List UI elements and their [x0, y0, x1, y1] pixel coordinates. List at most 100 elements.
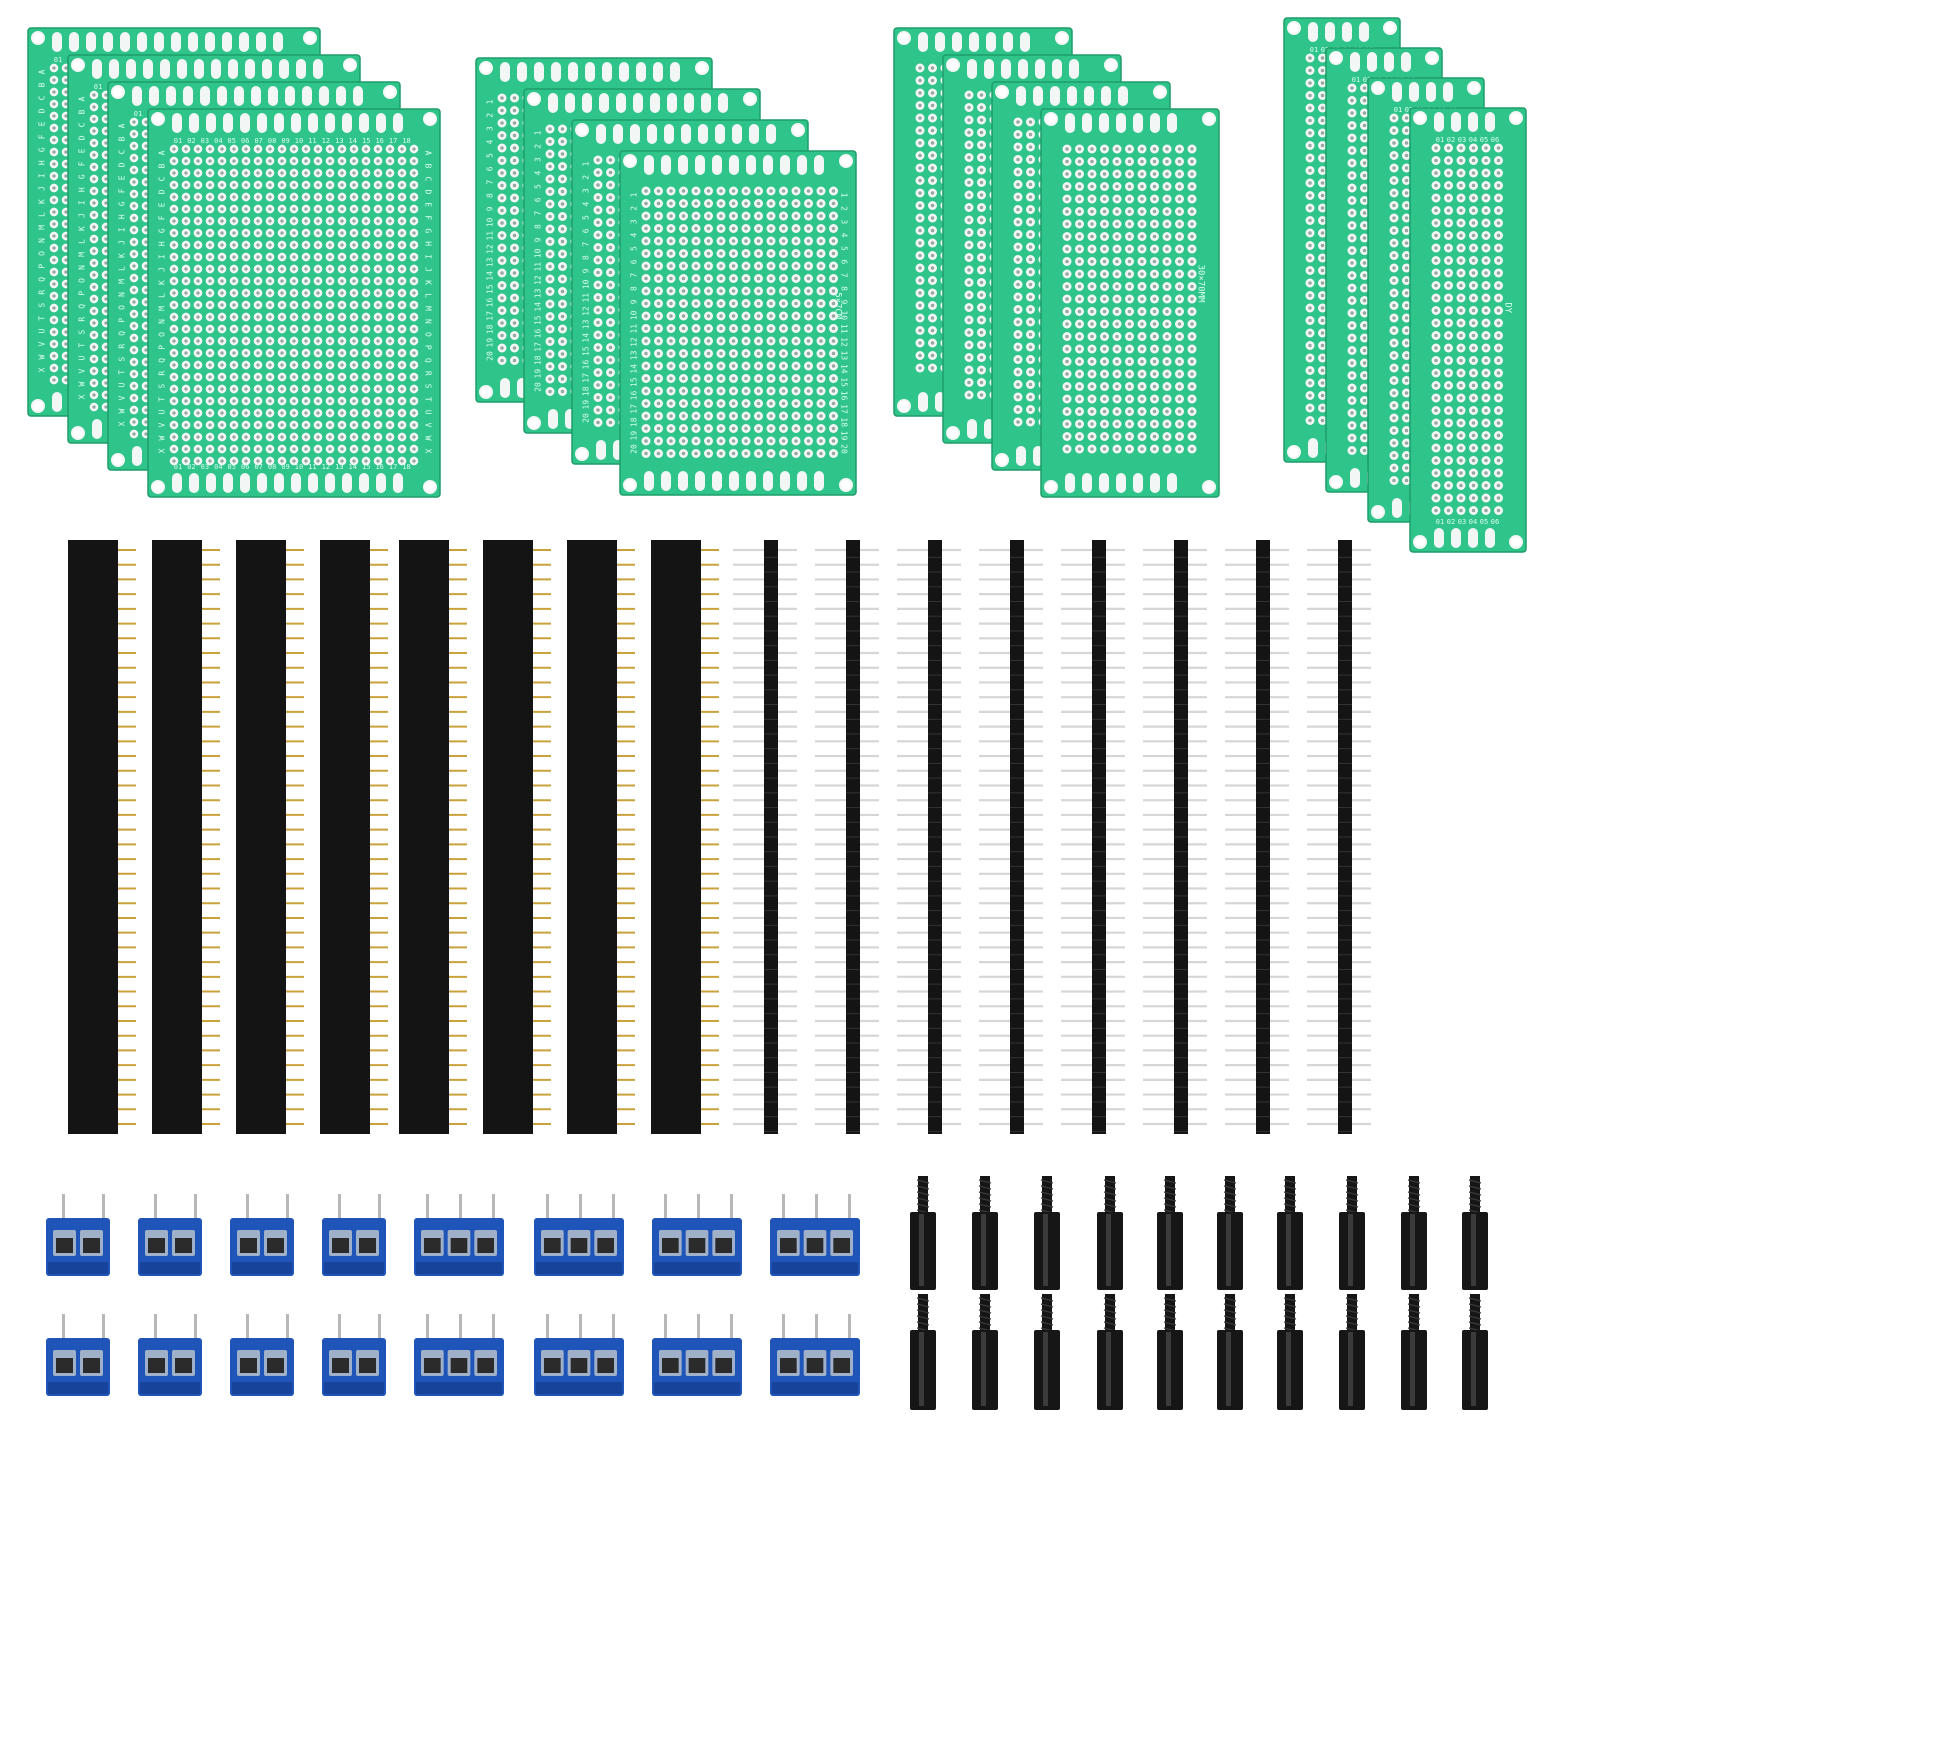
row-label: H: [424, 241, 433, 246]
drill-hole: [364, 387, 368, 391]
drill-hole: [316, 171, 320, 175]
row-label: I: [424, 254, 433, 259]
drill-hole: [388, 399, 392, 403]
row-label: F: [118, 188, 127, 193]
drill-hole: [184, 255, 188, 259]
drill-hole: [52, 378, 56, 382]
drill-hole: [92, 165, 96, 169]
row-label: R: [158, 371, 167, 376]
drill-hole: [144, 132, 148, 136]
drill-hole: [268, 207, 272, 211]
drill-hole: [184, 435, 188, 439]
drill-hole: [328, 255, 332, 259]
drill-hole: [388, 243, 392, 247]
drill-hole: [132, 408, 136, 412]
drill-hole: [64, 186, 68, 190]
drill-hole: [292, 315, 296, 319]
drill-hole: [232, 267, 236, 271]
drill-hole: [352, 363, 356, 367]
drill-hole: [172, 375, 176, 379]
drill-hole: [400, 171, 404, 175]
drill-hole: [412, 195, 416, 199]
row-label: N: [424, 319, 433, 324]
drill-hole: [268, 183, 272, 187]
drill-hole: [256, 291, 260, 295]
drill-hole: [376, 423, 380, 427]
drill-hole: [280, 231, 284, 235]
drill-hole: [184, 243, 188, 247]
drill-hole: [328, 159, 332, 163]
row-label: N: [158, 319, 167, 324]
drill-hole: [400, 159, 404, 163]
drill-hole: [196, 375, 200, 379]
drill-hole: [500, 96, 504, 100]
drill-hole: [172, 279, 176, 283]
mounting-hole: [383, 85, 397, 99]
drill-hole: [340, 399, 344, 403]
drill-hole: [340, 411, 344, 415]
drill-hole: [280, 303, 284, 307]
drill-hole: [196, 399, 200, 403]
drill-hole: [292, 159, 296, 163]
edge-pad: [189, 473, 199, 493]
mounting-hole: [479, 385, 493, 399]
row-label: N: [78, 265, 87, 270]
edge-pad: [245, 59, 255, 79]
drill-hole: [132, 432, 136, 436]
column-label: 07: [254, 137, 262, 145]
edge-pad: [120, 32, 130, 52]
drill-hole: [500, 121, 504, 125]
drill-hole: [220, 423, 224, 427]
drill-hole: [52, 282, 56, 286]
row-label: S: [38, 303, 47, 308]
row-label: P: [424, 345, 433, 350]
drill-hole: [104, 369, 108, 373]
drill-hole: [52, 330, 56, 334]
drill-hole: [256, 423, 260, 427]
drill-hole: [220, 195, 224, 199]
drill-hole: [172, 231, 176, 235]
drill-hole: [364, 327, 368, 331]
edge-pad: [223, 113, 233, 133]
drill-hole: [280, 411, 284, 415]
drill-hole: [52, 186, 56, 190]
drill-hole: [220, 411, 224, 415]
drill-hole: [316, 231, 320, 235]
drill-hole: [52, 270, 56, 274]
drill-hole: [256, 159, 260, 163]
drill-hole: [244, 351, 248, 355]
row-label: B: [38, 82, 47, 87]
drill-hole: [52, 174, 56, 178]
drill-hole: [172, 435, 176, 439]
pcb-group-7x9cm: 010203040506070809101112131415161718ABCD…: [27, 27, 441, 498]
drill-hole: [328, 231, 332, 235]
row-label: L: [424, 293, 433, 298]
column-label: 08: [268, 463, 276, 471]
column-label: 14: [349, 463, 357, 471]
drill-hole: [340, 435, 344, 439]
drill-hole: [364, 183, 368, 187]
drill-hole: [304, 183, 308, 187]
row-label: G: [38, 147, 47, 152]
drill-hole: [132, 396, 136, 400]
drill-hole: [208, 399, 212, 403]
drill-hole: [52, 66, 56, 70]
drill-hole: [316, 219, 320, 223]
drill-hole: [244, 375, 248, 379]
drill-hole: [172, 291, 176, 295]
row-label: H: [158, 241, 167, 246]
drill-hole: [256, 171, 260, 175]
edge-pad: [359, 113, 369, 133]
drill-hole: [220, 171, 224, 175]
drill-hole: [104, 333, 108, 337]
drill-hole: [208, 351, 212, 355]
row-label: E: [158, 202, 167, 207]
drill-hole: [412, 171, 416, 175]
drill-hole: [220, 219, 224, 223]
row-label: I: [158, 254, 167, 259]
drill-hole: [280, 291, 284, 295]
drill-hole: [104, 249, 108, 253]
drill-hole: [132, 120, 136, 124]
drill-hole: [304, 459, 308, 463]
edge-pad: [325, 113, 335, 133]
